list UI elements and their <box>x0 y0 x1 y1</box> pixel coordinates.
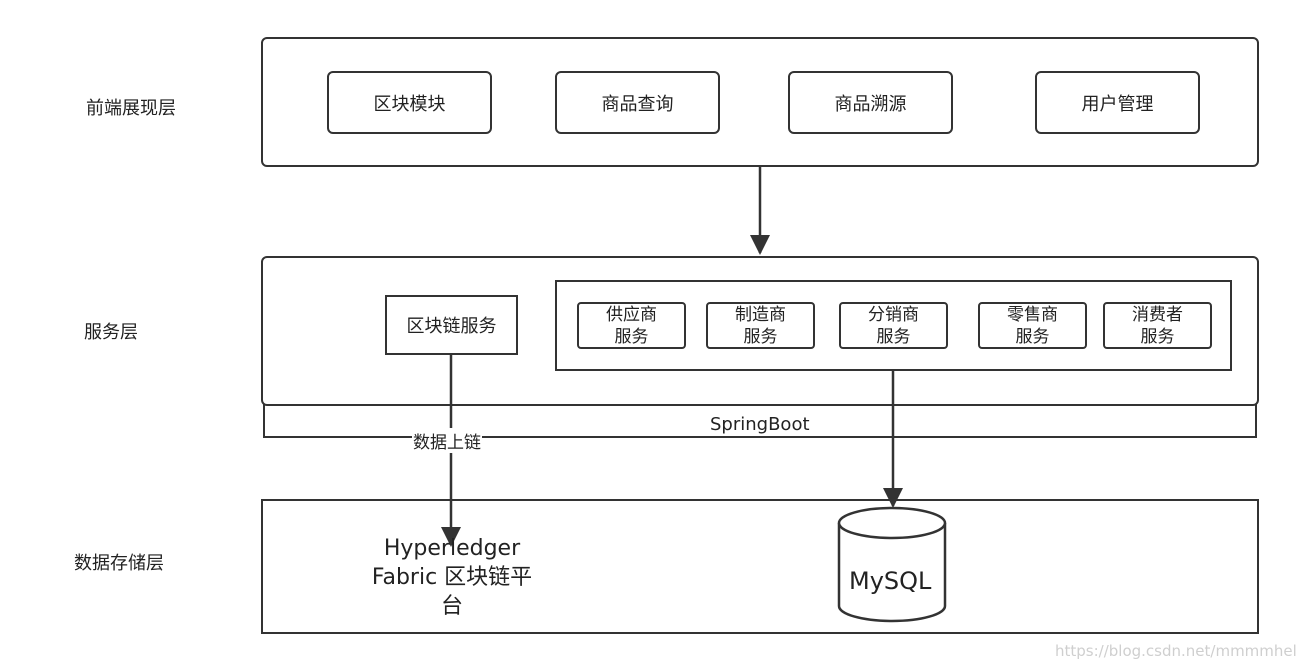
supplier-service-box: 供应商 服务 <box>577 302 686 349</box>
distributor-service-box: 分销商 服务 <box>839 302 948 349</box>
consumer-service-box: 消费者 服务 <box>1103 302 1212 349</box>
manufacturer-service-box: 制造商 服务 <box>706 302 815 349</box>
frontend-layer-label: 前端展现层 <box>86 98 176 119</box>
fabric-platform-label: Hyperledger Fabric 区块链平 台 <box>352 534 552 621</box>
retailer-service-line2: 服务 <box>1015 326 1050 347</box>
mysql-label: MySQL <box>849 567 932 595</box>
storage-layer-box <box>261 499 1259 634</box>
retailer-service-box: 零售商 服务 <box>978 302 1087 349</box>
frontend-module-user-management: 用户管理 <box>1035 71 1200 134</box>
distributor-service-line2: 服务 <box>876 326 911 347</box>
fabric-platform-line3: 台 <box>440 594 463 619</box>
consumer-service-line1: 消费者 <box>1132 304 1183 325</box>
frontend-module-product-query: 商品查询 <box>555 71 720 134</box>
manufacturer-service-line2: 服务 <box>743 326 778 347</box>
springboot-label: SpringBoot <box>710 414 810 435</box>
distributor-service-line1: 分销商 <box>868 304 919 325</box>
frontend-module-blocks: 区块模块 <box>327 71 492 134</box>
supplier-service-line1: 供应商 <box>606 304 657 325</box>
watermark: https://blog.csdn.net/mmmmhello <box>1055 642 1296 660</box>
service-layer-label: 服务层 <box>84 322 138 343</box>
retailer-service-line1: 零售商 <box>1007 304 1058 325</box>
storage-layer-label: 数据存储层 <box>74 553 164 574</box>
blockchain-service-box: 区块链服务 <box>385 295 518 355</box>
frontend-module-product-trace: 商品溯源 <box>788 71 953 134</box>
manufacturer-service-line1: 制造商 <box>735 304 786 325</box>
fabric-platform-line2: Fabric 区块链平 <box>371 565 533 590</box>
data-upload-label: 数据上链 <box>412 428 482 453</box>
consumer-service-line2: 服务 <box>1140 326 1175 347</box>
supplier-service-line2: 服务 <box>614 326 649 347</box>
fabric-platform-line1: Hyperledger <box>383 536 521 561</box>
